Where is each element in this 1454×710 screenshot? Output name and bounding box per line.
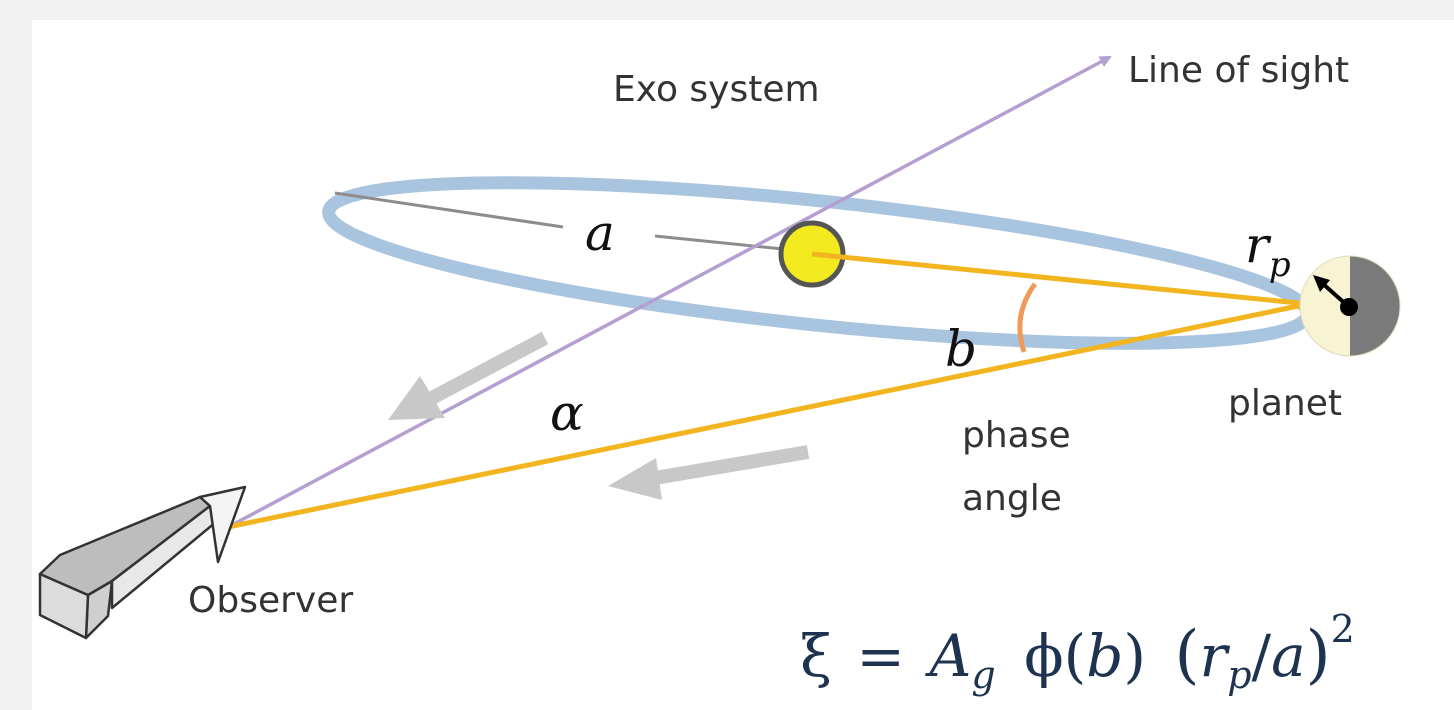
light-motion-arrow [608, 445, 810, 500]
formula-albedo-subscript: g [971, 653, 995, 697]
line-of-sight-arrow [231, 55, 1112, 527]
formula-radius-subscript: p [1227, 653, 1251, 697]
formula-phase-function: ϕ [1024, 622, 1064, 690]
planet-radius-symbol: r [1245, 216, 1272, 274]
formula-paren-close: ) [1306, 618, 1331, 692]
planet [1299, 255, 1401, 357]
formula-paren-open: ( [1175, 618, 1200, 692]
formula-radius: r [1199, 622, 1230, 690]
phase-angle-arc [1017, 282, 1038, 353]
planet-to-observer-ray [227, 301, 1309, 530]
planet-radius-label: rp [1245, 216, 1291, 285]
line-of-sight-label: Line of sight [1128, 50, 1349, 91]
phase-angle-label-line1: phase [962, 415, 1071, 456]
alpha-label: α [550, 384, 584, 442]
formula-phase-open: ( [1064, 622, 1087, 690]
observer-label: Observer [188, 580, 353, 621]
star-to-planet-ray [811, 251, 1309, 307]
planet-radius-subscript: p [1269, 245, 1291, 285]
semi-major-axis-line [334, 191, 564, 229]
observer-telescope [38, 485, 247, 640]
formula-exponent: 2 [1331, 607, 1355, 651]
distance-b-label: b [945, 320, 977, 378]
orbit-motion-arrow [388, 331, 549, 420]
formula-phase-arg: b [1086, 622, 1123, 690]
semi-major-axis-label: a [585, 204, 615, 262]
phase-angle-label-line2: angle [962, 478, 1062, 519]
geometric-albedo-formula: ξ = Ag ϕ(b) (rp/a)2 [800, 607, 1355, 702]
planet-label: planet [1228, 383, 1342, 424]
planet-radius-arrow [1320, 281, 1351, 309]
diagram-panel [32, 20, 1454, 710]
formula-xi: ξ [800, 622, 832, 690]
exo-system-label: Exo system [613, 69, 820, 110]
formula-semi-major-axis: a [1271, 622, 1306, 690]
formula-equals: = [856, 622, 905, 690]
formula-albedo: A [924, 622, 971, 690]
formula-phase-close: ) [1123, 622, 1146, 690]
formula-slash: / [1252, 622, 1272, 690]
